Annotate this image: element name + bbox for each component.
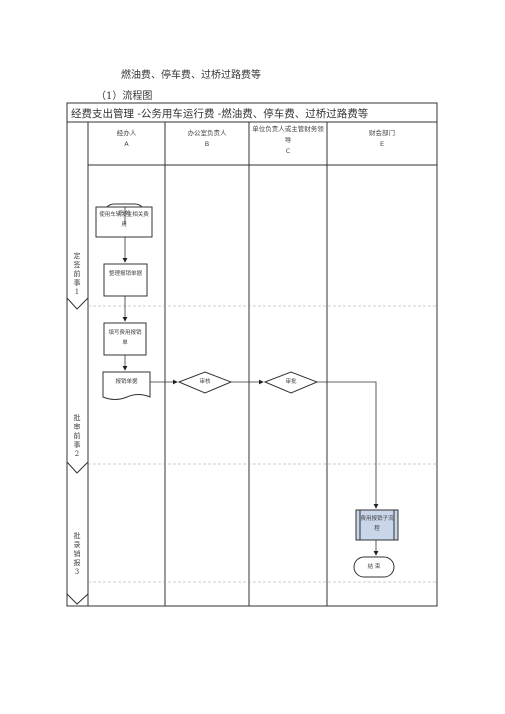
organize-docs-label: 整理报销单据 [108, 271, 142, 277]
reimburse-label: 费用报销子流程 [360, 516, 394, 532]
column-header-a: 经办人 A [88, 128, 165, 150]
lane-label-1: 定签前事 1 [72, 252, 82, 297]
column-code: E [379, 140, 385, 148]
column-header-b: 办公室负责人 B [165, 128, 249, 150]
lane-text: 批审前事 [73, 414, 81, 449]
diagram-frame [66, 102, 438, 607]
review-c-label: 审批 [285, 379, 297, 385]
connector-6 [317, 381, 379, 509]
review-b-label: 审核 [199, 379, 211, 385]
column-code: C [285, 147, 291, 155]
start-label: 开 始 [118, 211, 131, 217]
organize-docs-process [103, 263, 148, 297]
submit-document-shape [102, 371, 151, 400]
lane-number: 2 [74, 450, 80, 458]
column-header-c: 单位负责人或主管财务领导 C [252, 124, 324, 157]
column-code: A [124, 140, 129, 148]
column-header-e: 财会部门 E [327, 128, 437, 150]
reimburse-subprocess [355, 509, 399, 541]
lane-text: 批录销报 [73, 532, 81, 567]
phase-chevron-1 [66, 297, 89, 310]
submit-label: 报销单据 [115, 379, 138, 385]
column-name: 单位负责人或主管财务领导 [252, 125, 324, 144]
page-heading: 燃油费、停车费、过桥过路费等 [121, 70, 261, 81]
lane-number: 3 [74, 568, 80, 576]
diagram-title: 经费支出管理 -公务用车运行费 -燃油费、停车费、过桥过路费等 [71, 108, 369, 120]
lane-label-2: 批审前事 2 [72, 414, 82, 459]
phase-chevron-3 [66, 593, 89, 605]
end-label: 结 束 [367, 564, 381, 570]
use-vehicle-process [95, 206, 153, 238]
fill-form-process [103, 322, 147, 356]
phase-chevron-2 [66, 461, 89, 474]
lane-label-3: 批录销报 3 [72, 532, 82, 577]
section-subheading: （1）流程图 [96, 91, 153, 102]
column-code: B [204, 140, 210, 148]
lane-number: 1 [74, 288, 80, 296]
use-vehicle-label: 使用车辆发生相关费用 [99, 212, 149, 228]
end-terminator [353, 556, 395, 578]
fill-form-label: 填写费用报销单 [108, 330, 142, 346]
lane-text: 定签前事 [73, 252, 81, 287]
column-name: 经办人 [116, 129, 137, 137]
column-name: 办公室负责人 [187, 129, 227, 137]
column-name: 财会部门 [369, 129, 395, 137]
